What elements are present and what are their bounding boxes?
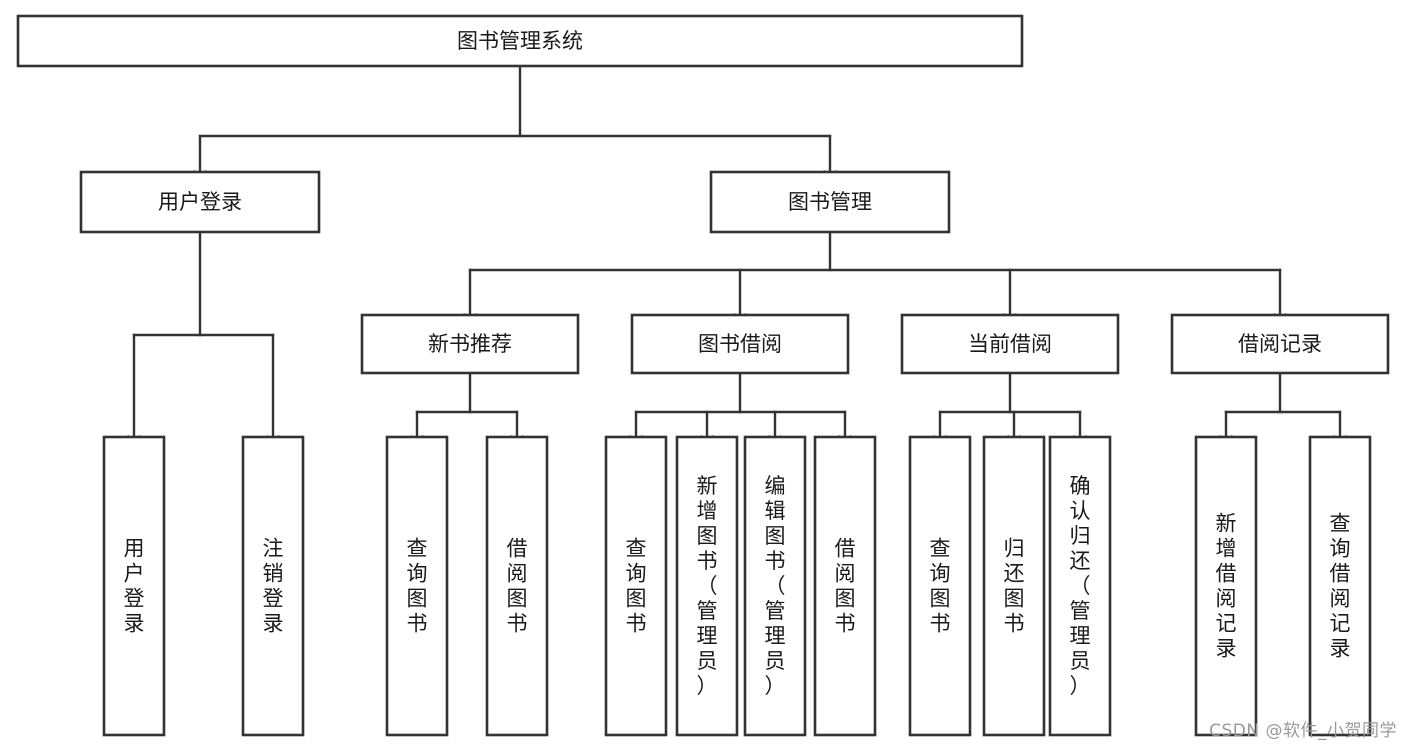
- node-label-root: 图书管理系统: [457, 29, 583, 53]
- node-label-borrow-record: 借阅记录: [1238, 332, 1322, 356]
- node-layer: 图书管理系统用户登录用户登录注销登录图书管理新书推荐查询图书借阅图书图书借阅查询…: [16, 14, 1390, 737]
- node-box-user-login-do[interactable]: [102, 435, 166, 737]
- node-new-book-recommend[interactable]: 新书推荐: [360, 313, 580, 375]
- node-root[interactable]: 图书管理系统: [16, 14, 1024, 68]
- node-box-new-book-recommend[interactable]: [360, 313, 580, 375]
- node-label-current-borrow: 当前借阅: [968, 332, 1052, 356]
- node-label-add-borrow-record: 新增借阅记录: [1216, 512, 1237, 661]
- node-label-book-manage: 图书管理: [788, 190, 872, 214]
- node-label-query-book-current: 查询图书: [930, 537, 951, 636]
- node-box-return-book[interactable]: [982, 435, 1046, 737]
- node-query-book-current[interactable]: 查询图书: [908, 435, 972, 737]
- node-current-borrow[interactable]: 当前借阅: [900, 313, 1120, 375]
- node-label-edit-book-admin: 编辑图书（管理员）: [765, 474, 786, 698]
- node-query-book-rec[interactable]: 查询图书: [385, 435, 449, 737]
- node-return-book[interactable]: 归还图书: [982, 435, 1046, 737]
- node-box-book-manage[interactable]: [709, 170, 951, 234]
- node-box-borrow-book[interactable]: [813, 435, 877, 737]
- node-box-borrow-book-rec[interactable]: [485, 435, 549, 737]
- node-query-book-borrow[interactable]: 查询图书: [604, 435, 668, 737]
- node-query-borrow-record[interactable]: 查询借阅记录: [1308, 435, 1372, 737]
- node-label-book-borrow: 图书借阅: [698, 332, 782, 356]
- node-book-manage[interactable]: 图书管理: [709, 170, 951, 234]
- node-user-login[interactable]: 用户登录: [79, 170, 321, 234]
- node-box-user-logout[interactable]: [241, 435, 305, 737]
- node-label-new-book-recommend: 新书推荐: [428, 332, 512, 356]
- node-box-add-book-admin[interactable]: [675, 435, 739, 737]
- node-label-query-book-rec: 查询图书: [407, 537, 428, 636]
- node-box-user-login[interactable]: [79, 170, 321, 234]
- node-label-query-book-borrow: 查询图书: [626, 537, 647, 636]
- node-label-user-logout: 注销登录: [263, 537, 284, 636]
- node-box-query-book-rec[interactable]: [385, 435, 449, 737]
- node-book-borrow[interactable]: 图书借阅: [630, 313, 850, 375]
- node-add-book-admin[interactable]: 新增图书（管理员）: [675, 435, 739, 737]
- node-borrow-book-rec[interactable]: 借阅图书: [485, 435, 549, 737]
- node-box-current-borrow[interactable]: [900, 313, 1120, 375]
- node-box-add-borrow-record[interactable]: [1194, 435, 1258, 737]
- node-edit-book-admin[interactable]: 编辑图书（管理员）: [743, 435, 807, 737]
- node-box-query-book-borrow[interactable]: [604, 435, 668, 737]
- node-user-login-do[interactable]: 用户登录: [102, 435, 166, 737]
- node-label-user-login-do: 用户登录: [124, 537, 145, 636]
- node-box-confirm-return-admin[interactable]: [1048, 435, 1112, 737]
- node-user-logout[interactable]: 注销登录: [241, 435, 305, 737]
- node-confirm-return-admin[interactable]: 确认归还（管理员）: [1048, 435, 1112, 737]
- node-label-borrow-book: 借阅图书: [835, 537, 856, 636]
- node-borrow-record[interactable]: 借阅记录: [1170, 313, 1390, 375]
- node-label-borrow-book-rec: 借阅图书: [507, 537, 528, 636]
- node-box-query-book-current[interactable]: [908, 435, 972, 737]
- node-label-query-borrow-record: 查询借阅记录: [1330, 512, 1351, 661]
- node-box-edit-book-admin[interactable]: [743, 435, 807, 737]
- node-add-borrow-record[interactable]: 新增借阅记录: [1194, 435, 1258, 737]
- node-label-return-book: 归还图书: [1004, 537, 1025, 636]
- node-label-user-login: 用户登录: [158, 190, 242, 214]
- node-box-borrow-record[interactable]: [1170, 313, 1390, 375]
- node-label-confirm-return-admin: 确认归还（管理员）: [1070, 474, 1091, 698]
- node-box-book-borrow[interactable]: [630, 313, 850, 375]
- node-label-add-book-admin: 新增图书（管理员）: [697, 474, 718, 698]
- node-box-query-borrow-record[interactable]: [1308, 435, 1372, 737]
- node-borrow-book[interactable]: 借阅图书: [813, 435, 877, 737]
- node-box-root[interactable]: [16, 14, 1024, 68]
- connector-layer: [127, 64, 1347, 446]
